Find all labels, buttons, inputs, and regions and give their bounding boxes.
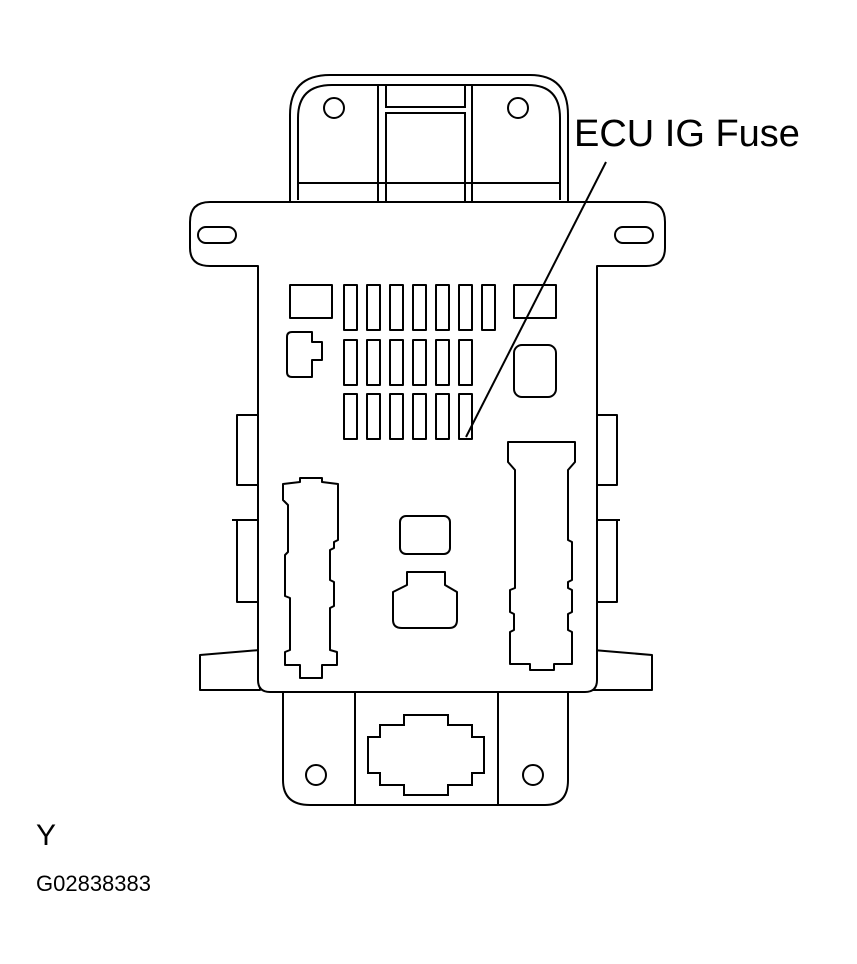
mounting-hole: [305, 764, 327, 786]
fuse: [435, 339, 450, 386]
mounting-hole: [323, 97, 345, 119]
fuse: [458, 284, 473, 331]
view-letter: Y: [36, 819, 56, 852]
figure-code: G02838383: [36, 871, 151, 896]
fuse: [366, 284, 381, 331]
mounting-hole: [522, 764, 544, 786]
fuse: [389, 284, 404, 331]
mounting-slot: [197, 226, 237, 244]
callout-label: ECU IG Fuse: [574, 113, 800, 155]
callout-leader-line: [465, 161, 607, 438]
connector-slot-right: [507, 441, 576, 671]
fuse: [366, 393, 381, 440]
fuse: [343, 393, 358, 440]
mounting-hole: [507, 97, 529, 119]
fuse: [389, 339, 404, 386]
fuse: [458, 393, 473, 440]
fuse: [458, 339, 473, 386]
fuse: [412, 393, 427, 440]
fuse: [481, 284, 496, 331]
fuse: [412, 284, 427, 331]
top-connector-housing: [289, 74, 569, 206]
fuse: [435, 393, 450, 440]
fuse: [412, 339, 427, 386]
fuse: [343, 339, 358, 386]
fuse: [366, 339, 381, 386]
fuse: [343, 284, 358, 331]
fuse: [389, 393, 404, 440]
bottom-connector-housing: [282, 685, 569, 806]
fuse: [435, 284, 450, 331]
mounting-slot: [614, 226, 654, 244]
fuse-grid: [343, 284, 496, 440]
connector-slot-left: [282, 477, 339, 679]
